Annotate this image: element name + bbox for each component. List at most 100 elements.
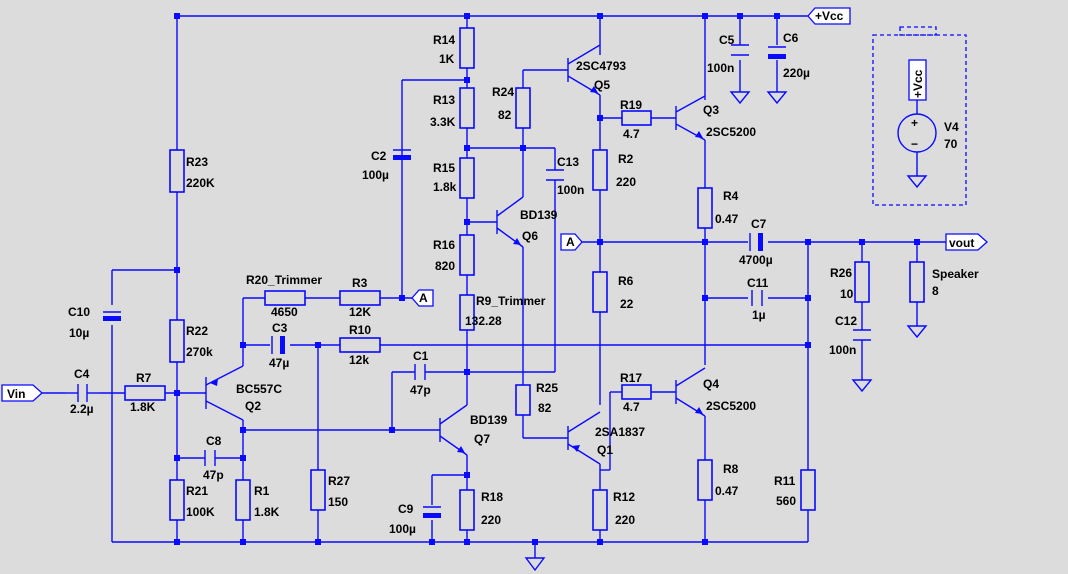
resistor-r17[interactable] [621, 384, 652, 400]
capacitor-c10[interactable] [103, 311, 121, 321]
resistor-r25[interactable] [515, 384, 531, 416]
c10-name: C10 [68, 305, 90, 319]
net-a-flag-right[interactable]: A [560, 233, 583, 251]
capacitor-c3[interactable] [271, 336, 285, 354]
resistor-r13[interactable] [459, 87, 475, 129]
c11-name: C11 [747, 276, 769, 290]
capacitor-c4[interactable] [65, 384, 100, 402]
resistor-r2[interactable] [592, 149, 608, 191]
r23-name: R23 [186, 155, 208, 169]
resistor-r23[interactable] [169, 149, 185, 193]
r10-value: 12k [349, 353, 369, 367]
r17-name: R17 [620, 371, 642, 385]
resistor-r19[interactable] [621, 110, 652, 126]
r4-value: 0.47 [715, 212, 739, 226]
capacitor-c2[interactable] [393, 149, 411, 160]
c9-value: 100µ [389, 522, 416, 536]
r16-value: 820 [435, 259, 455, 273]
q5-part: 2SC4793 [576, 59, 626, 73]
resistor-r7[interactable] [124, 385, 166, 401]
r8-value: 0.47 [715, 484, 739, 498]
resistor-r16[interactable] [459, 234, 475, 276]
r9-value: 132.28 [465, 314, 502, 328]
r6-value: 22 [620, 297, 634, 311]
r15-name: R15 [433, 161, 455, 175]
v4-value: 70 [944, 137, 958, 151]
r10-name: R10 [349, 323, 371, 337]
q1-name: Q1 [597, 443, 613, 457]
q1-part: 2SA1837 [595, 425, 645, 439]
r2-value: 220 [616, 175, 636, 189]
vcc-flag[interactable]: +Vcc [807, 7, 851, 25]
vin-port[interactable]: Vin [1, 384, 43, 402]
resistor-r10[interactable] [339, 337, 381, 353]
q5-name: Q5 [594, 78, 610, 92]
transistor-arrows [210, 86, 703, 453]
r12-name: R12 [613, 490, 635, 504]
resistor-r11[interactable] [800, 469, 816, 511]
c8-value: 47p [203, 468, 224, 482]
c9-name: C9 [398, 502, 414, 516]
speaker-load[interactable] [909, 261, 925, 303]
q3-name: Q3 [703, 103, 719, 117]
capacitor-c12[interactable] [853, 329, 871, 341]
r6-name: R6 [618, 274, 634, 288]
resistor-r18[interactable] [459, 489, 475, 531]
c2-value: 100µ [362, 168, 389, 182]
r20-value: 4650 [271, 305, 298, 319]
net-a-flag-left[interactable]: A [411, 289, 434, 307]
r15-value: 1.8k [433, 180, 457, 194]
capacitor-c9[interactable] [423, 506, 441, 518]
r23-value: 220K [186, 176, 215, 190]
resistor-r22[interactable] [169, 319, 185, 363]
source-plus-sign: + [911, 116, 918, 130]
resistor-r20-trimmer[interactable] [264, 290, 306, 306]
r24-name: R24 [492, 85, 514, 99]
r8-name: R8 [723, 462, 739, 476]
resistor-r12[interactable] [592, 489, 608, 531]
c8-name: C8 [206, 434, 222, 448]
r7-value: 1.8K [130, 400, 156, 414]
r27-name: R27 [328, 474, 350, 488]
speaker-name: Speaker [932, 267, 979, 281]
resistor-r21[interactable] [169, 479, 185, 521]
resistor-r3[interactable] [339, 290, 381, 306]
r2-name: R2 [618, 152, 634, 166]
resistor-r27[interactable] [310, 469, 326, 511]
c1-value: 47p [410, 383, 431, 397]
voltage-source-v4[interactable]: + − +Vcc [872, 26, 967, 206]
capacitor-c13[interactable] [546, 169, 564, 181]
r12-value: 220 [615, 513, 635, 527]
q2-name: Q2 [245, 399, 261, 413]
vout-port[interactable]: vout [945, 233, 988, 251]
resistor-r6[interactable] [592, 271, 608, 313]
resistor-r8[interactable] [697, 459, 713, 501]
svg-text:+Vcc: +Vcc [815, 9, 844, 23]
r7-name: R7 [136, 371, 152, 385]
svg-text:vout: vout [949, 236, 974, 250]
capacitor-c6[interactable] [768, 46, 786, 59]
capacitor-c8[interactable] [204, 450, 216, 466]
r13-value: 3.3K [430, 115, 456, 129]
c7-name: C7 [751, 217, 767, 231]
resistor-r24[interactable] [515, 87, 531, 129]
resistor-r1[interactable] [235, 479, 251, 521]
resistor-r4[interactable] [697, 187, 713, 229]
resistor-r26[interactable] [854, 261, 870, 303]
capacitor-c7[interactable] [749, 233, 763, 251]
resistor-r15[interactable] [459, 157, 475, 199]
r21-name: R21 [186, 484, 208, 498]
capacitor-c11[interactable] [751, 290, 763, 306]
r19-value: 4.7 [623, 127, 640, 141]
capacitor-c1[interactable] [414, 364, 426, 380]
capacitor-c5[interactable] [731, 44, 749, 56]
r1-name: R1 [254, 484, 270, 498]
r11-value: 560 [776, 494, 796, 508]
q7-part: BD139 [470, 413, 508, 427]
r25-value: 82 [538, 401, 552, 415]
resistor-r14[interactable] [459, 27, 475, 69]
v4-name: V4 [944, 120, 959, 134]
c4-value: 2.2µ [70, 402, 94, 416]
resistor-r9-trimmer[interactable] [459, 294, 475, 331]
r25-name: R25 [536, 381, 558, 395]
